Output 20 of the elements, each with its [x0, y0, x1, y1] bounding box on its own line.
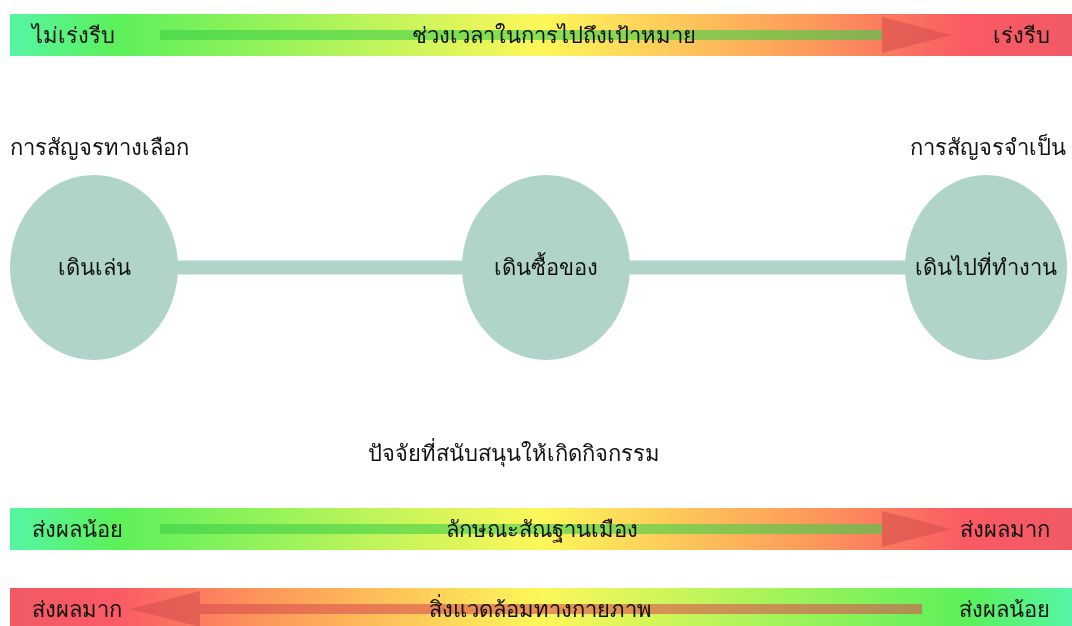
category-heading: การสัญจรทางเลือก [10, 134, 189, 162]
bar-end-label: ไม่เร่งรีบ [32, 21, 115, 50]
bar-title: ช่วงเวลาในการไปถึงเป้าหมาย [412, 21, 696, 50]
connector-line [629, 260, 906, 275]
bar-title: สิ่งแวดล้อมทางกายภาพ [429, 593, 652, 624]
bar-end-label: ส่งผลน้อย [32, 515, 123, 544]
bar-end-label: ส่งผลน้อย [959, 595, 1050, 624]
bar-end-label: ส่งผลมาก [32, 595, 122, 624]
bar-end-label: ส่งผลมาก [960, 515, 1050, 544]
gradient-bar [10, 508, 1072, 550]
activity-label: เดินไปที่ทำงาน [915, 250, 1057, 285]
gradient-bar [10, 14, 1072, 56]
activity-label: เดินซื้อของ [494, 250, 598, 285]
gradient-bar [10, 588, 1072, 626]
factor-caption: ปัจจัยที่สนับสนุนให้เกิดกิจกรรม [368, 436, 660, 471]
activity-label: เดินเล่น [57, 254, 131, 282]
bar-end-label: เร่งรีบ [993, 21, 1050, 50]
bar-title: ลักษณะสัณฐานเมือง [445, 515, 638, 545]
connector-line [177, 260, 463, 275]
category-heading: การสัญจรจำเป็น [910, 132, 1066, 162]
